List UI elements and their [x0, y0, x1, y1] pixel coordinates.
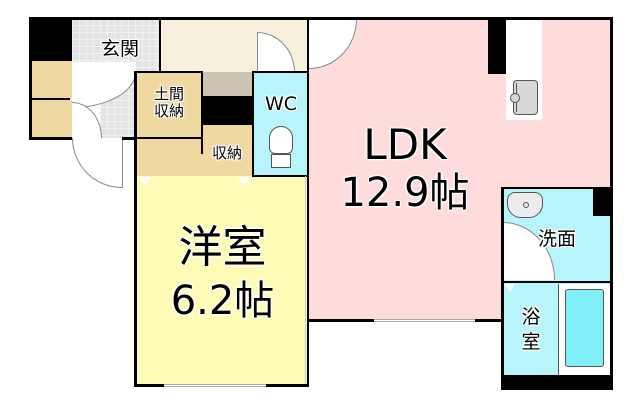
ldk-label: LDK: [363, 120, 447, 169]
wall-wc-left: [252, 71, 254, 177]
bath-door-marker: [505, 284, 515, 292]
genkan-label: 玄関: [100, 38, 139, 60]
storage-label: 収納: [211, 144, 242, 162]
closet-door-marker-left: [139, 177, 151, 186]
bathroom-label-line2: 室: [521, 331, 541, 353]
wall-top: [29, 17, 613, 20]
washbasin-icon: [507, 192, 543, 218]
wall-block: [202, 96, 253, 125]
wall-wc-top: [253, 71, 309, 73]
bathroom-label: 浴 室: [510, 305, 552, 355]
ldk-window: [374, 319, 475, 322]
entrance-door-leaf: [122, 138, 123, 188]
washroom-label: 洗面: [537, 228, 576, 250]
wall-doma-top: [135, 71, 203, 73]
wall-left: [29, 17, 32, 139]
shoe-storage-lower: [29, 100, 72, 138]
pillar-block: [29, 18, 72, 61]
wall-genkan-bottom: [29, 137, 72, 140]
entrance-door-swing: [72, 138, 122, 188]
washroom-pillar: [593, 188, 612, 216]
western-closet-line: [305, 176, 306, 384]
western-room-size-label: 6.2帖: [170, 278, 275, 324]
storage-area: [136, 125, 253, 176]
bathroom-label-line1: 浴: [521, 306, 541, 328]
wc-door-leaf: [257, 32, 258, 72]
western-room-label: 洋室: [178, 222, 267, 273]
wall-genkan-hall: [159, 17, 161, 72]
wall-genkan-bottom-right: [122, 137, 137, 140]
doma-storage-label-line2: 収納: [153, 102, 184, 120]
doma-storage-label: 土間 収納: [140, 86, 198, 120]
western-room: [136, 176, 308, 385]
closet-door-marker-right: [238, 177, 250, 186]
wall-doma-bottom: [135, 137, 202, 139]
toilet-icon: [269, 126, 293, 168]
kitchen-sink-icon: [510, 80, 538, 115]
wall-doma-right: [201, 71, 203, 154]
bathtub-icon: [565, 289, 604, 367]
wall-wet-left: [501, 187, 504, 390]
shoe-storage-upper: [29, 61, 72, 99]
wall-ldk-left: [307, 17, 309, 387]
wall-wc-bottom: [252, 175, 308, 177]
wall-wash-bath: [503, 281, 612, 283]
kitchen-pillar: [488, 18, 506, 74]
shoe-storage-divider: [29, 98, 70, 100]
wall-right: [610, 17, 613, 390]
doma-storage-label-line1: 土間: [153, 85, 184, 103]
bathroom-bottom-wall: [503, 375, 612, 390]
ldk-size-label: 12.9帖: [340, 170, 470, 216]
corridor-strip: [202, 72, 253, 96]
wall-wet-top: [501, 187, 612, 189]
wall-doma-left: [134, 71, 137, 386]
wc-label: WC: [264, 93, 298, 115]
western-window: [164, 384, 266, 387]
